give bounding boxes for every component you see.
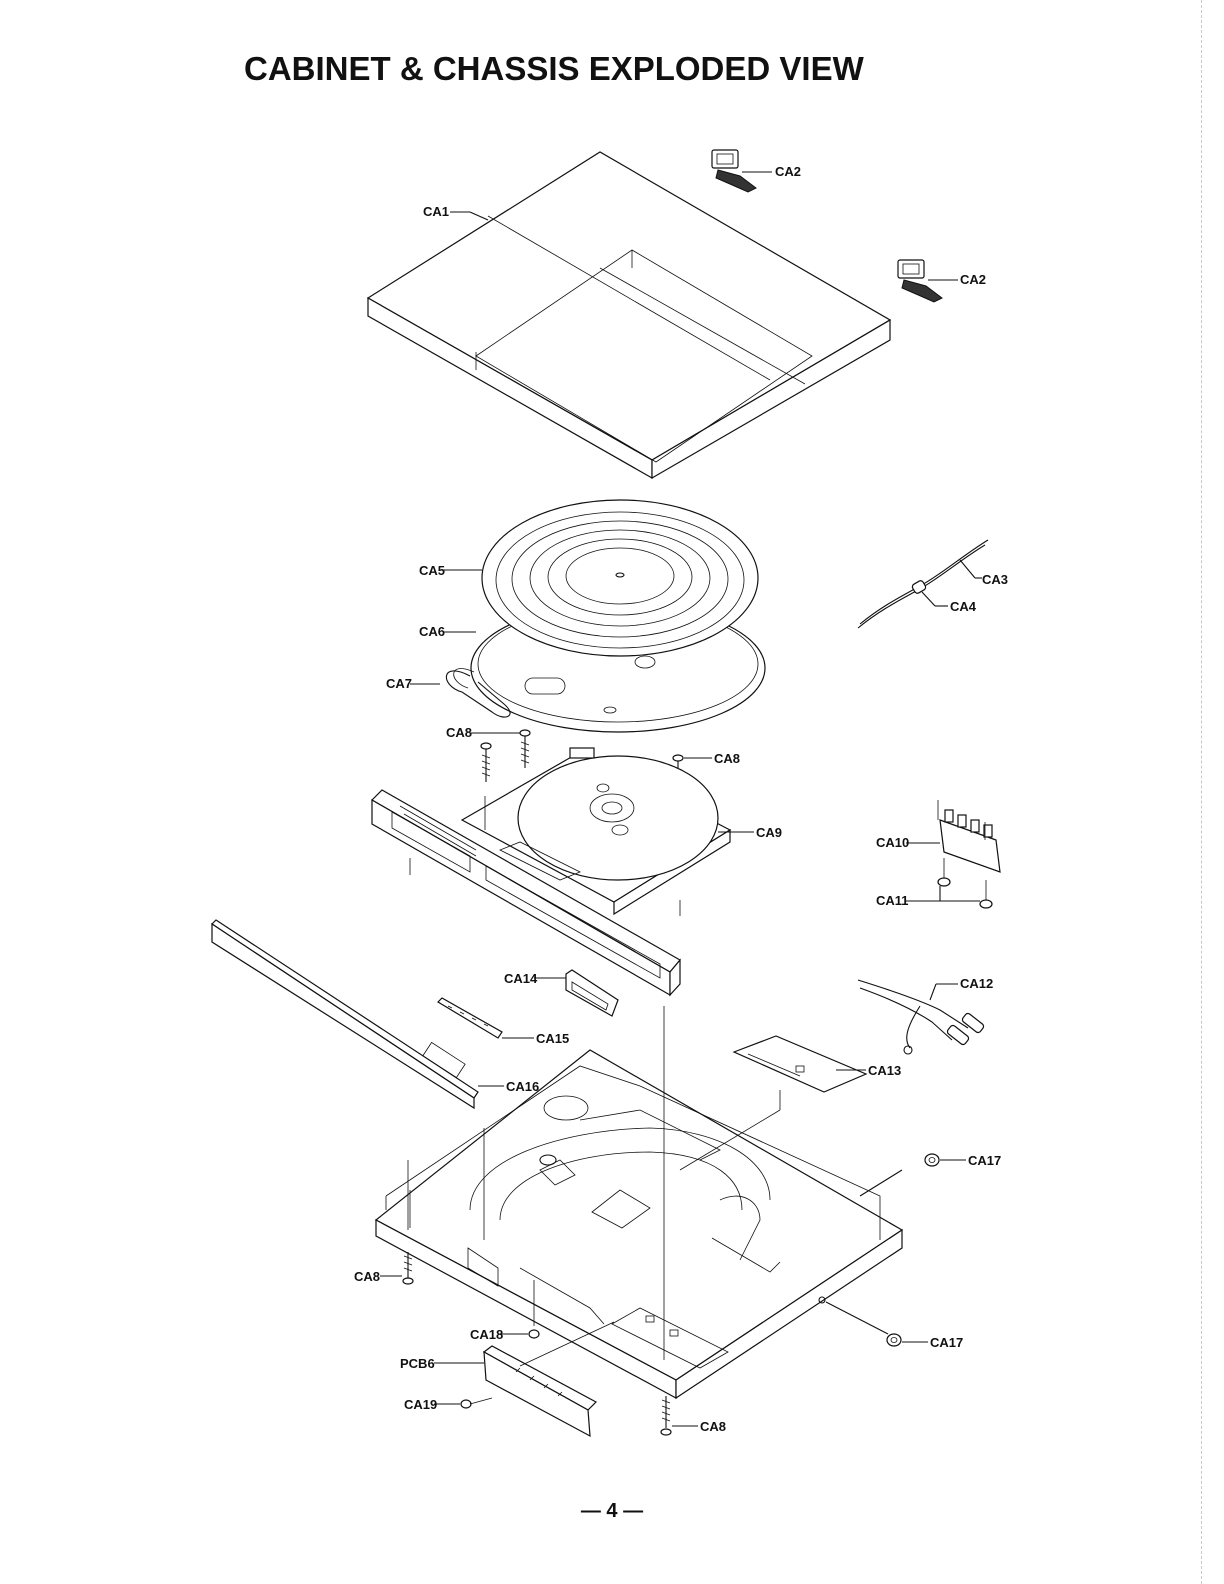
label-ca12: CA12 — [960, 976, 993, 991]
label-ca2-lower: CA2 — [960, 272, 986, 287]
part-ca17-knob-lower — [887, 1334, 901, 1346]
label-ca11: CA11 — [876, 893, 909, 908]
part-front-strip — [212, 920, 478, 1108]
part-ca1-top-cover — [368, 152, 890, 478]
part-ca19-screw — [461, 1398, 492, 1408]
part-ca14-window — [566, 970, 618, 1016]
part-ca13-sheet — [734, 1036, 866, 1092]
label-ca15: CA15 — [536, 1031, 569, 1046]
label-ca8-top-right: CA8 — [714, 751, 740, 766]
label-ca2-upper: CA2 — [775, 164, 801, 179]
part-ca12-audio-cable — [858, 980, 985, 1054]
label-ca13: CA13 — [868, 1063, 901, 1078]
part-ca2-bracket-upper — [712, 150, 756, 192]
label-ca14: CA14 — [504, 971, 538, 986]
label-pcb6: PCB6 — [400, 1356, 435, 1371]
label-ca16: CA16 — [506, 1079, 539, 1094]
part-ca17-knob-upper — [925, 1154, 939, 1166]
label-ca9: CA9 — [756, 825, 782, 840]
label-ca19: CA19 — [404, 1397, 437, 1412]
page-number: — 4 — — [0, 1500, 1224, 1523]
part-ca15-light-guide — [438, 998, 502, 1038]
part-chassis-base — [376, 1050, 902, 1398]
label-ca17-lower: CA17 — [930, 1335, 963, 1350]
label-ca17-upper: CA17 — [968, 1153, 1001, 1168]
label-ca8-bottom-right: CA8 — [700, 1419, 726, 1434]
label-ca4: CA4 — [950, 599, 977, 614]
part-ca10-terminal — [938, 800, 1000, 872]
label-ca18: CA18 — [470, 1327, 503, 1342]
label-ca8-bottom-left: CA8 — [354, 1269, 380, 1284]
label-ca10: CA10 — [876, 835, 909, 850]
label-ca1: CA1 — [423, 204, 449, 219]
part-ca3-power-cord — [858, 540, 988, 628]
label-ca8-top-left: CA8 — [446, 725, 472, 740]
part-ca5-platter-mat — [482, 500, 758, 656]
label-ca7: CA7 — [386, 676, 412, 691]
label-ca3: CA3 — [982, 572, 1008, 587]
part-ca2-bracket-lower — [898, 260, 942, 302]
label-ca5: CA5 — [419, 563, 445, 578]
label-ca6: CA6 — [419, 624, 445, 639]
